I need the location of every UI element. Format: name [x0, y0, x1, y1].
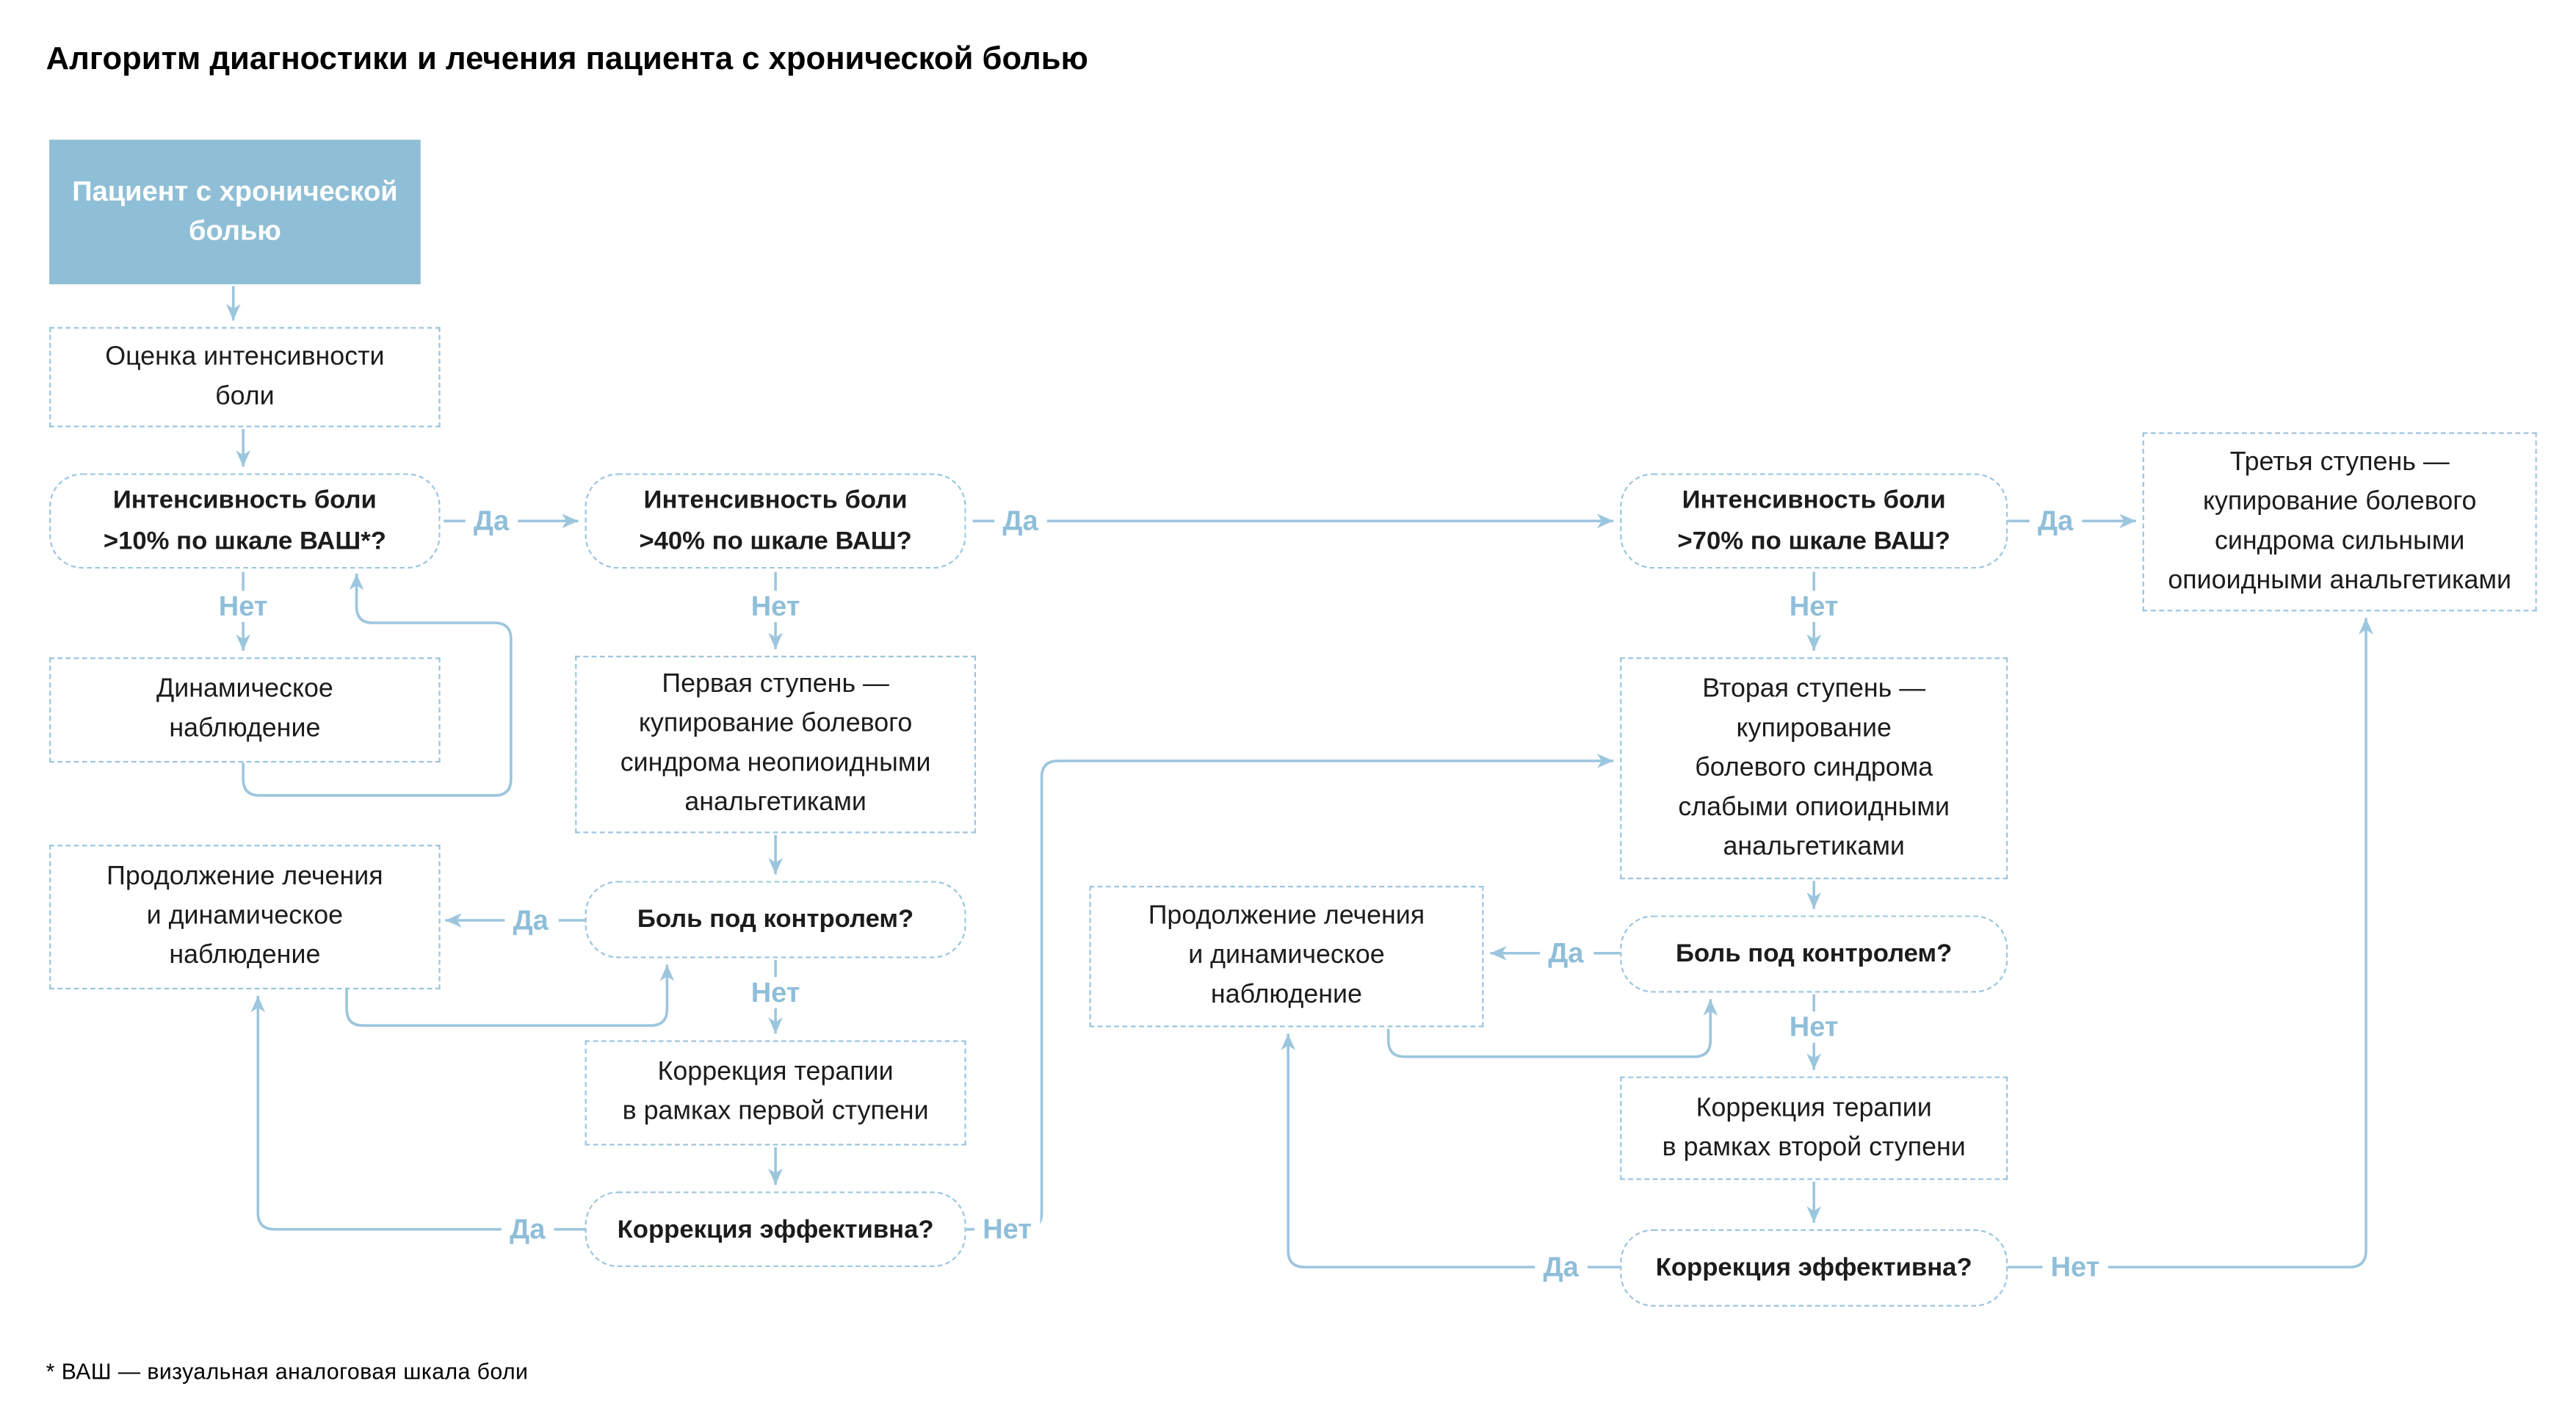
- label-text: Нет: [1789, 1011, 1839, 1043]
- edge-label-no: Нет: [742, 591, 808, 622]
- node-text: Вторая ступень — купирование болевого си…: [1678, 674, 1950, 861]
- label-text: Да: [1548, 937, 1584, 970]
- label-text: Нет: [750, 591, 800, 622]
- node-dynamic-observation: Динамическое наблюдение: [49, 657, 441, 763]
- node-continue-treatment-left: Продолжение лечения и динамическое наблю…: [49, 845, 441, 989]
- label-text: Нет: [2050, 1251, 2100, 1283]
- node-continue-treatment-right: Продолжение лечения и динамическое наблю…: [1089, 886, 1484, 1028]
- node-text: Интенсивность боли >40% по шкале ВАШ?: [639, 486, 912, 556]
- edge-label-yes: Да: [994, 505, 1046, 537]
- label-text: Да: [1543, 1251, 1579, 1283]
- node-vas-gt10: Интенсивность боли >10% по шкале ВАШ*?: [49, 473, 441, 569]
- edge-effective2-step3: [2008, 618, 2373, 1268]
- node-text: Пациент с хронической болью: [72, 176, 398, 247]
- label-text: Нет: [1789, 591, 1839, 622]
- edge-label-yes: Да: [1535, 1251, 1587, 1283]
- edge-label-yes: Да: [1540, 937, 1592, 970]
- edge-label-yes: Да: [2029, 505, 2082, 537]
- node-pain-controlled-2: Боль под контролем?: [1620, 915, 2008, 993]
- node-text: Коррекция эффективна?: [617, 1215, 934, 1244]
- node-text: Интенсивность боли >10% по шкале ВАШ*?: [103, 486, 386, 556]
- edge-label-no: Нет: [210, 591, 276, 622]
- node-therapy-correction-step1: Коррекция терапии в рамках первой ступен…: [585, 1040, 966, 1146]
- label-text: Нет: [218, 591, 268, 622]
- label-text: Нет: [750, 977, 800, 1008]
- footnote-vas-definition: * ВАШ — визуальная аналоговая шкала боли: [46, 1359, 529, 1384]
- node-text: Оценка интенсивности боли: [105, 342, 385, 411]
- node-pain-controlled-1: Боль под контролем?: [585, 881, 966, 959]
- node-correction-effective-1: Коррекция эффективна?: [585, 1191, 966, 1268]
- node-patient: Пациент с хронической болью: [49, 140, 421, 285]
- edge-label-yes: Да: [465, 505, 518, 537]
- node-step1-nonopioid: Первая ступень — купирование болевого си…: [575, 655, 977, 834]
- page-title: Алгоритм диагностики и лечения пациента …: [46, 40, 1088, 78]
- edge-observe-vas10-loop: [242, 573, 513, 797]
- edge-label-no: Нет: [1781, 1011, 1847, 1043]
- node-assess-intensity: Оценка интенсивности боли: [49, 327, 441, 427]
- node-step2-weak-opioids: Вторая ступень — купирование болевого си…: [1620, 657, 2008, 880]
- node-text: Боль под контролем?: [1676, 939, 1953, 968]
- label-text: Да: [510, 1213, 546, 1245]
- label-text: Да: [513, 904, 549, 936]
- node-therapy-correction-step2: Коррекция терапии в рамках второй ступен…: [1620, 1076, 2008, 1180]
- node-text: Коррекция терапии в рамках второй ступен…: [1662, 1094, 1966, 1161]
- label-text: Да: [2037, 505, 2074, 537]
- edge-effective2-continue: [1281, 1033, 1621, 1268]
- label-text: Нет: [983, 1213, 1032, 1245]
- edge-label-no: Нет: [2042, 1251, 2108, 1283]
- node-text: Продолжение лечения и динамическое наблю…: [1148, 902, 1425, 1009]
- node-text: Боль под контролем?: [637, 905, 914, 934]
- node-vas-gt40: Интенсивность боли >40% по шкале ВАШ?: [585, 473, 966, 569]
- node-text: Первая ступень — купирование болевого си…: [620, 670, 931, 818]
- edge-label-yes: Да: [501, 1213, 554, 1245]
- edge-label-no: Нет: [742, 977, 808, 1008]
- label-text: Да: [1002, 505, 1038, 537]
- edge-effective1-continue: [250, 995, 585, 1231]
- edge-label-no: Нет: [974, 1213, 1041, 1245]
- edge-continue-control2-loop: [1386, 999, 1718, 1058]
- label-text: Да: [473, 505, 510, 537]
- node-step3-strong-opioids: Третья ступень — купирование болевого си…: [2142, 432, 2537, 612]
- node-text: Коррекция эффективна?: [1655, 1254, 1972, 1282]
- edge-label-no: Нет: [1781, 591, 1847, 622]
- node-text: Третья ступень — купирование болевого си…: [2168, 447, 2512, 594]
- node-text: Интенсивность боли >70% по шкале ВАШ?: [1677, 486, 1950, 556]
- node-correction-effective-2: Коррекция эффективна?: [1620, 1229, 2008, 1307]
- edge-continue-control1-loop: [345, 964, 675, 1027]
- node-text: Продолжение лечения и динамическое наблю…: [106, 862, 383, 970]
- node-text: Динамическое наблюдение: [156, 675, 333, 743]
- node-vas-gt70: Интенсивность боли >70% по шкале ВАШ?: [1620, 473, 2008, 569]
- node-text: Коррекция терапии в рамках первой ступен…: [622, 1058, 929, 1126]
- edge-label-yes: Да: [504, 904, 557, 936]
